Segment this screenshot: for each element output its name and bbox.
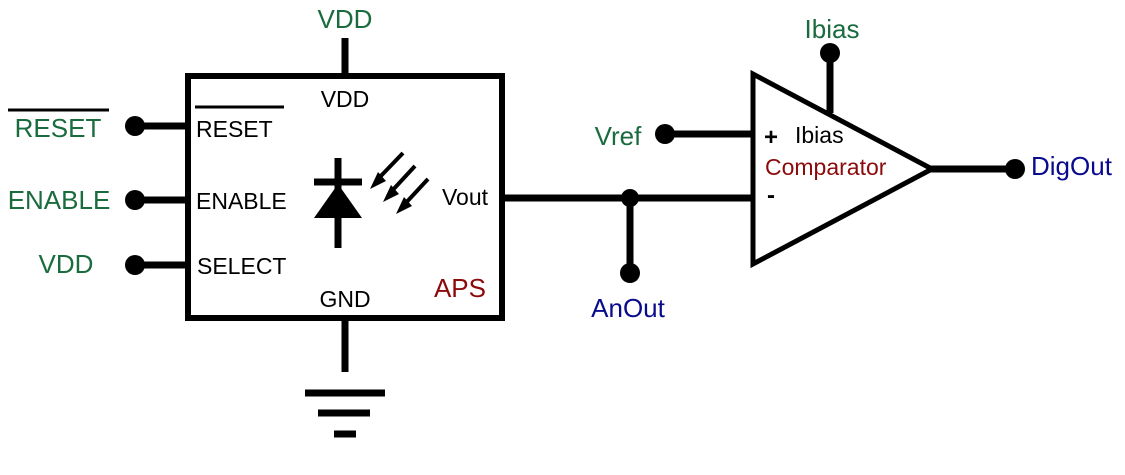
anout-terminal[interactable]: [620, 263, 640, 283]
vdd-select-label: VDD: [39, 249, 94, 279]
anout-label: AnOut: [591, 293, 665, 323]
aps-name-label: APS: [434, 273, 486, 303]
aps-pin-enable: ENABLE: [196, 188, 287, 214]
photodiode-icon: [314, 151, 430, 248]
reset-label: RESET: [15, 113, 102, 143]
vdd-top-label: VDD: [318, 4, 373, 34]
comparator-name-label: Comparator: [765, 154, 887, 180]
ibias-terminal[interactable]: [820, 43, 840, 63]
digout-label: DigOut: [1031, 151, 1113, 181]
aps-pin-gnd: GND: [319, 286, 370, 312]
vref-terminal[interactable]: [655, 124, 675, 144]
ground-icon: [305, 389, 385, 438]
enable-label: ENABLE: [8, 185, 111, 215]
aps-pin-select: SELECT: [197, 253, 286, 279]
aps-pin-vdd: VDD: [321, 86, 370, 112]
reset-terminal[interactable]: [125, 116, 145, 136]
comparator-block: [750, 69, 938, 269]
ibias-label: Ibias: [805, 14, 860, 44]
vref-label: Vref: [595, 121, 642, 151]
digout-terminal[interactable]: [1005, 159, 1025, 179]
comparator-plus: +: [764, 124, 778, 151]
comparator-pin-ibias: Ibias: [795, 122, 844, 148]
light-arrows-icon: [370, 151, 430, 214]
aps-pin-vout: Vout: [442, 184, 489, 210]
select-terminal[interactable]: [125, 255, 145, 275]
enable-terminal[interactable]: [125, 190, 145, 210]
aps-pin-reset: RESET: [196, 116, 273, 142]
comparator-minus: -: [767, 182, 775, 209]
